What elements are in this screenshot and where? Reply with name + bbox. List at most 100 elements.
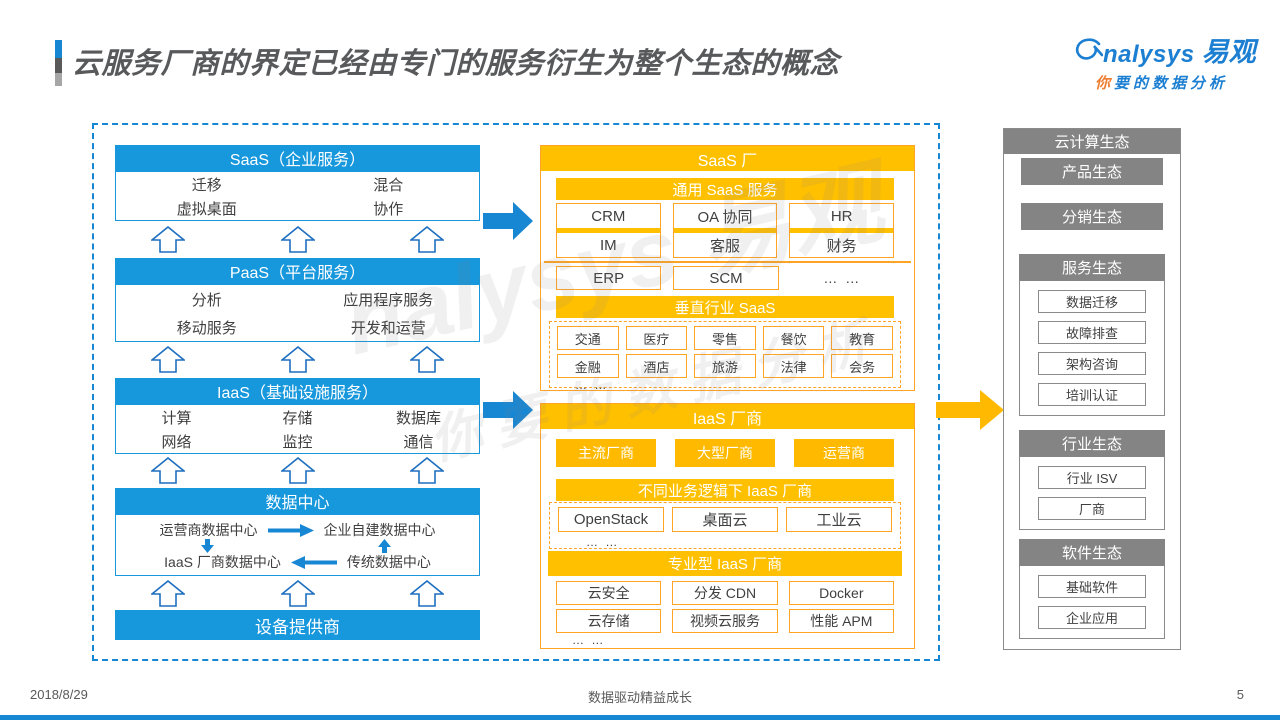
ecosystem-item: 架构咨询: [1038, 352, 1146, 375]
industry-box: 零售: [694, 326, 756, 350]
ecosystem-group-body: 行业 ISV 厂商: [1019, 457, 1165, 530]
general-saas-column: HR 财务: [789, 203, 895, 258]
vendor-type-box: 大型厂商: [675, 439, 775, 467]
ellipsis-label: … …: [586, 535, 620, 549]
industry-box: 教育: [831, 326, 893, 350]
datacenter-header: 数据中心: [115, 488, 480, 514]
iaas-item: 网络: [161, 433, 192, 451]
paas-layer-header: PaaS（平台服务）: [115, 258, 480, 284]
saas-service-box: OA 协同: [697, 208, 753, 226]
up-arrow-icon: [280, 457, 315, 484]
title-accent-bar: [55, 40, 62, 86]
logo-cn-text: 易观: [1201, 37, 1256, 67]
datacenter-bottom-row: IaaS 厂商数据中心 传统数据中心: [116, 552, 479, 572]
special-iaas-box: Docker: [788, 581, 894, 605]
right-arrow-icon: [267, 523, 314, 537]
datacenter-top-row: 运营商数据中心 企业自建数据中心: [116, 520, 479, 540]
special-iaas-box: 云安全: [556, 581, 662, 605]
industry-box: 金融: [557, 354, 619, 378]
iaas-item: 计算: [161, 409, 192, 427]
up-arrow-icon: [280, 226, 315, 253]
datacenter-body: 运营商数据中心 企业自建数据中心 IaaS 厂商数据中心 传统数据中心: [115, 514, 480, 576]
ecosystem-item: 基础软件: [1038, 575, 1146, 598]
saas-vendor-header: SaaS 厂: [541, 146, 914, 171]
footer-bottom-bar: [0, 715, 1280, 720]
device-provider-bar: 设备提供商: [115, 610, 480, 640]
orange-divider: [790, 228, 894, 233]
industry-box: 餐饮: [762, 326, 825, 350]
ellipsis-label: … …: [572, 633, 606, 647]
vertical-saas-header: 垂直行业 SaaS: [556, 296, 894, 318]
analysys-swirl-icon: [1073, 37, 1104, 67]
saas-item: 协作: [373, 200, 404, 218]
accent-bar-darkgray-segment: [55, 58, 62, 73]
general-saas-header: 通用 SaaS 服务: [556, 178, 894, 200]
vertical-saas-container: 交通 医疗 零售 餐饮 教育 金融 酒店 旅游 法律 会务 … …: [549, 321, 901, 392]
orange-divider: [673, 228, 777, 233]
ecosystem-group-header: 软件生态: [1019, 539, 1165, 566]
paas-item: 分析: [191, 291, 222, 309]
saas-service-box: HR: [830, 207, 853, 225]
saas-service-box: 财务: [826, 237, 857, 255]
vertical-saas-row: 交通 医疗 零售 餐饮 教育: [557, 326, 893, 350]
industry-box: 医疗: [625, 326, 688, 350]
iaas-item: 存储: [282, 409, 313, 427]
footer-date: 2018/8/29: [30, 687, 88, 702]
up-arrow-icon: [280, 346, 315, 373]
vertical-saas-row: 金融 酒店 旅游 法律 会务: [557, 354, 893, 378]
tagline-accent: 你: [1095, 75, 1115, 92]
footer-page-number: 5: [1236, 687, 1244, 702]
special-iaas-box: 分发 CDN: [672, 581, 778, 605]
up-arrow-icon: [410, 226, 444, 253]
iaas-layer-header: IaaS（基础设施服务）: [115, 378, 480, 404]
accent-bar-blue-segment: [55, 40, 62, 58]
up-arrow-row: [115, 226, 480, 253]
industry-box: 法律: [762, 354, 825, 378]
up-arrow-icon: [410, 580, 444, 607]
up-arrow-icon: [410, 457, 444, 484]
orange-divider: [557, 228, 660, 233]
ecosystem-group: 行业生态 行业 ISV 厂商: [1019, 430, 1165, 530]
paas-item: 开发和运营: [350, 319, 426, 337]
saas-service-box: CRM: [591, 207, 626, 225]
vendor-type-box: 主流厂商: [556, 439, 656, 467]
paas-item: 应用程序服务: [343, 291, 434, 309]
general-saas-columns: CRM IM OA 协同 客服 HR 财务: [556, 203, 895, 258]
general-saas-column: OA 协同 客服: [672, 203, 778, 258]
saas-layer-header: SaaS（企业服务）: [115, 145, 480, 171]
down-arrow-icon: [201, 539, 214, 553]
iaas-logic-box: 桌面云: [672, 507, 778, 532]
special-iaas-box: 性能 APM: [788, 609, 894, 633]
saas-item: 虚拟桌面: [176, 200, 237, 218]
paas-layer-body: 分析 应用程序服务 移动服务 开发和运营: [115, 284, 480, 342]
up-arrow-icon: [280, 580, 315, 607]
iaas-logic-box: 工业云: [786, 507, 892, 532]
up-arrow-icon: [151, 457, 185, 484]
up-arrow-small-icon: [378, 539, 391, 553]
ecosystem-simple-box: 分销生态: [1021, 203, 1163, 230]
vendor-type-box: 运营商: [794, 439, 894, 467]
ecosystem-item: 行业 ISV: [1038, 466, 1146, 489]
logo-brand: nalysys 易观: [1073, 30, 1256, 69]
general-saas-extra-row: ERP SCM … …: [556, 266, 894, 290]
up-arrow-row: [115, 346, 480, 373]
page-title: 云服务厂商的界定已经由专门的服务衍生为整个生态的概念: [72, 48, 840, 80]
special-iaas-box: 云存储: [556, 609, 662, 633]
iaas-special-row: 云安全 分发 CDN Docker: [556, 581, 894, 605]
ecosystem-group: 服务生态 数据迁移 故障排查 架构咨询 培训认证: [1019, 254, 1165, 416]
ecosystem-group: 软件生态 基础软件 企业应用: [1019, 539, 1165, 639]
ecosystem-item: 数据迁移: [1038, 290, 1146, 313]
ellipsis-label: … …: [823, 270, 862, 286]
iaas-item: 通信: [403, 433, 434, 451]
flow-right-arrow-icon: [483, 391, 533, 429]
ecosystem-item: 培训认证: [1038, 383, 1146, 406]
iaas-logic-container: OpenStack 桌面云 工业云 … …: [549, 502, 901, 549]
iaas-vendor-header: IaaS 厂商: [541, 404, 914, 429]
up-arrow-icon: [151, 346, 185, 373]
ecosystem-group-body: 数据迁移 故障排查 架构咨询 培训认证: [1019, 281, 1165, 416]
industry-box: 酒店: [625, 354, 688, 378]
iaas-special-row: 云存储 视频云服务 性能 APM: [556, 609, 894, 633]
industry-box: 会务: [831, 354, 893, 378]
saas-item: 迁移: [191, 176, 222, 194]
iaas-item: 监控: [282, 433, 313, 451]
